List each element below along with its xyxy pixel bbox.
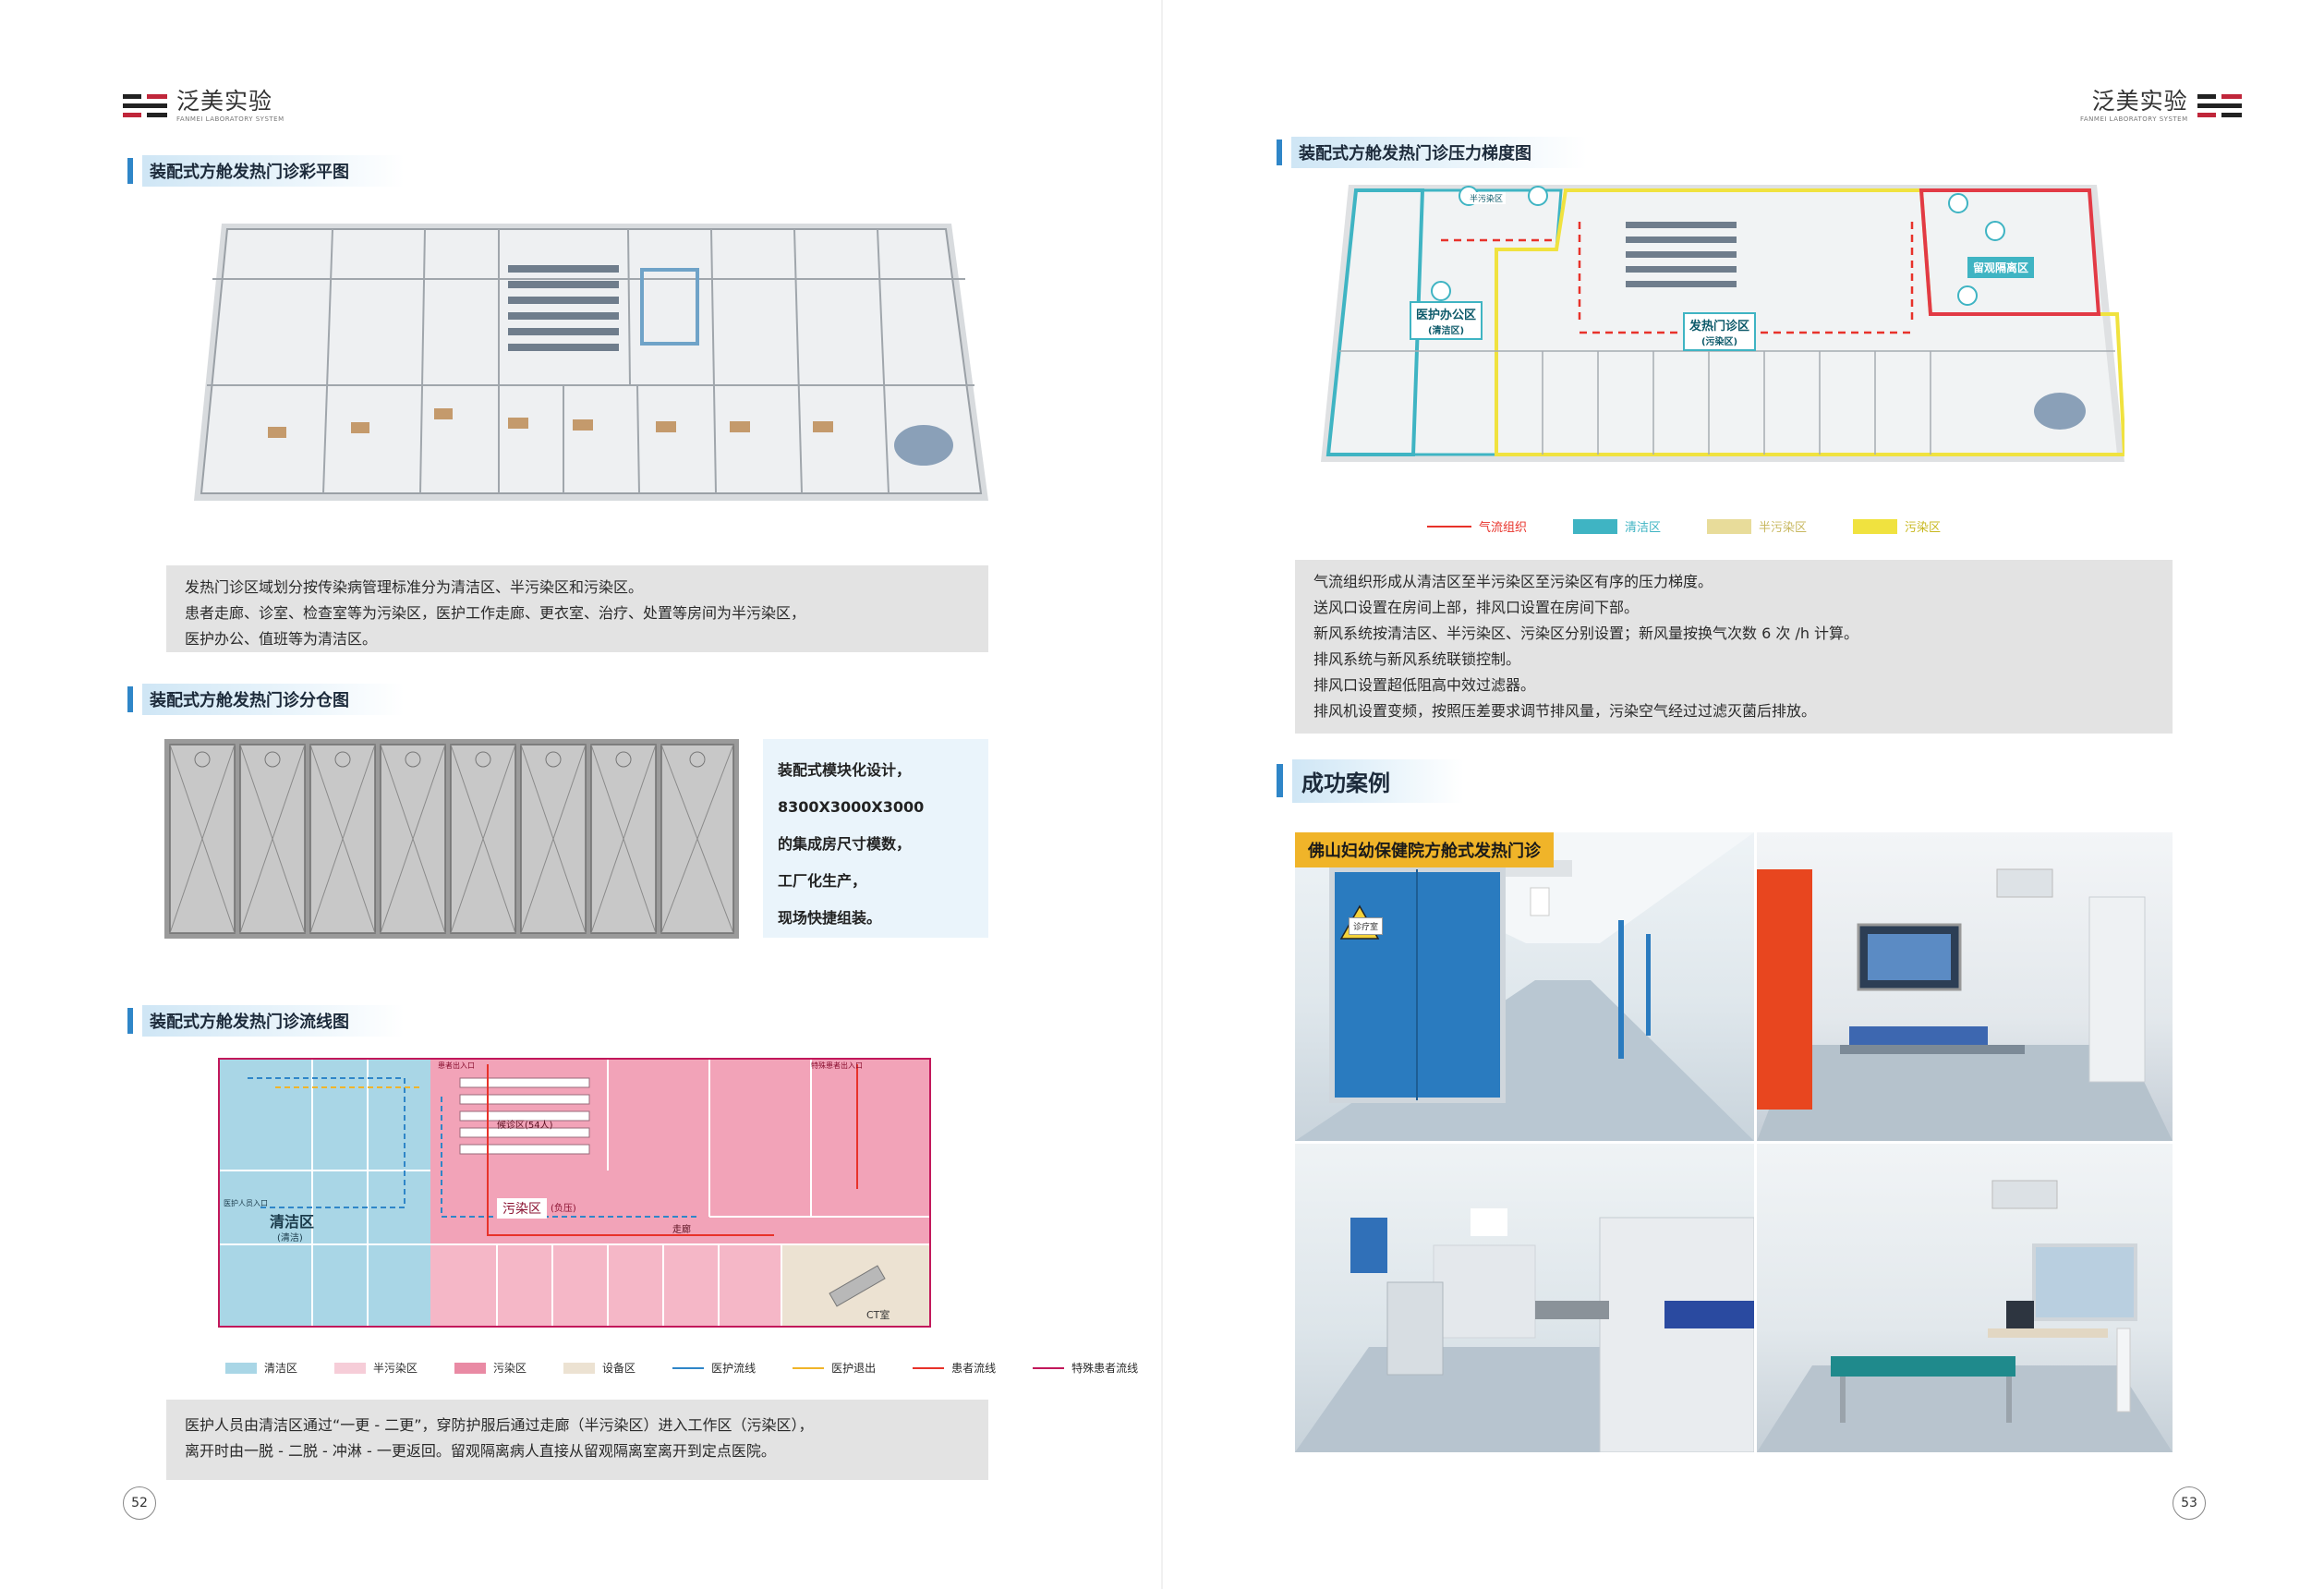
module-floorplan-figure — [164, 739, 739, 939]
legend-item-clean: 清洁区 — [225, 1360, 297, 1376]
case-photo-laboratory — [1295, 1144, 1754, 1452]
pressure-legend: 气流组织 清洁区 半污染区 污染区 — [1427, 517, 1978, 535]
legend-item-equipment: 设备区 — [563, 1360, 635, 1376]
section-header-pressure-plan: 装配式方舱发热门诊压力梯度图 — [1277, 137, 1587, 168]
case-photo-treatment-room — [1757, 832, 2173, 1141]
clean-zone — [220, 1060, 430, 1326]
module-info-line: 现场快捷组装。 — [778, 909, 882, 927]
desc-line: 医护人员由清洁区通过“一更 - 二更”，穿防护服后通过走廊（半污染区）进入工作区… — [185, 1416, 814, 1434]
module-info-line: 工厂化生产， — [778, 872, 867, 890]
case-photo-corridor: 佛山妇幼保健院方舱式发热门诊 诊疗室 — [1295, 832, 1754, 1141]
contaminated-zone-bottom — [430, 1244, 781, 1326]
color-floorplan-figure — [194, 224, 988, 501]
flow-label-cont-sub: (负压) — [551, 1204, 576, 1214]
laboratory-photo-svg — [1295, 1208, 1754, 1452]
desc-line: 排风系统与新风系统联锁控制。 — [1313, 650, 1521, 668]
brand-name: 泛美实验 — [176, 88, 273, 115]
pressure-label-staff-area: 半污染区 — [1467, 192, 1507, 204]
desc-line: 气流组织形成从清洁区至半污染区至污染区有序的压力梯度。 — [1313, 573, 1713, 590]
legend-item-patient-flow: 患者流线 — [913, 1360, 996, 1376]
module-floorplan-svg — [164, 739, 739, 939]
desc-line: 新风系统按清洁区、半污染区、污染区分别设置；新风量按换气次数 6 次 /h 计算… — [1313, 625, 1859, 642]
legend-item-special-flow: 特殊患者流线 — [1033, 1360, 1138, 1376]
legend-item-airflow: 气流组织 — [1427, 517, 1527, 535]
section-title: 装配式方舱发热门诊压力梯度图 — [1291, 137, 1587, 168]
description-pressure: 气流组织形成从清洁区至半污染区至污染区有序的压力梯度。 送风口设置在房间上部，排… — [1295, 560, 2173, 734]
flow-label-clean-sub: (清洁) — [277, 1233, 303, 1243]
legend-item-semi: 半污染区 — [334, 1360, 418, 1376]
flow-label-clean: 清洁区 — [270, 1213, 315, 1231]
flow-legend: 清洁区 半污染区 污染区 设备区 医护流线 医护退出 患者流线 特殊患者流线 — [225, 1360, 1175, 1376]
section-header-module-plan: 装配式方舱发热门诊分仓图 — [127, 684, 405, 715]
section-title: 装配式方舱发热门诊分仓图 — [142, 684, 405, 715]
desc-line: 送风口设置在房间上部，排风口设置在房间下部。 — [1313, 599, 1640, 616]
legend-item-staff-flow: 医护流线 — [672, 1360, 756, 1376]
flow-label-staff-entry: 医护人员入口 — [224, 1199, 268, 1207]
legend-item-contaminated: 污染区 — [1853, 517, 1941, 535]
section-bar — [1277, 764, 1283, 797]
section-bar — [127, 686, 133, 712]
legend-item-contaminated: 污染区 — [454, 1360, 527, 1376]
brand-name: 泛美实验 — [2091, 88, 2188, 115]
desc-line: 患者走廊、诊室、检查室等为污染区，医护工作走廊、更衣室、治疗、处置等房间为半污染… — [185, 604, 806, 622]
flow-label-corridor: 走廊 — [672, 1225, 691, 1235]
flow-label-contaminated: 污染区 — [497, 1198, 547, 1219]
desc-line: 发热门诊区域划分按传染病管理标准分为清洁区、半污染区和污染区。 — [185, 578, 644, 596]
description-zoning: 发热门诊区域划分按传染病管理标准分为清洁区、半污染区和污染区。 患者走廊、诊室、… — [166, 565, 988, 652]
pressure-label-clinic: 发热门诊区 (污染区) — [1683, 312, 1757, 351]
section-title: 装配式方舱发热门诊彩平图 — [142, 155, 405, 187]
fanmei-logo-icon — [2197, 92, 2242, 120]
module-info-line: 的集成房尺寸模数， — [778, 835, 912, 853]
flow-label-patient-entry: 患者出入口 — [438, 1061, 475, 1070]
section-title: 装配式方舱发热门诊流线图 — [142, 1005, 405, 1037]
corridor-photo-svg — [1295, 832, 1754, 1141]
desc-line: 排风机设置变频，按照压差要求调节排风量，污染空气经过过滤灭菌后排放。 — [1313, 702, 1817, 720]
flow-plan-figure: 清洁区 (清洁) 污染区 (负压) 候诊区(54人) 走廊 CT室 医护人员入口… — [218, 1058, 931, 1328]
flow-plan-walls — [220, 1060, 929, 1326]
module-info-line: 8300X3000X3000 — [778, 798, 925, 816]
brand-subtitle: FANMEI LABORATORY SYSTEM — [176, 115, 284, 123]
section-title: 成功案例 — [1292, 758, 1464, 803]
section-bar — [1277, 139, 1282, 165]
description-staff-flow: 医护人员由清洁区通过“一更 - 二更”，穿防护服后通过走廊（半污染区）进入工作区… — [166, 1400, 988, 1480]
desc-line: 离开时由一脱 - 二脱 - 冲淋 - 一更返回。留观隔离病人直接从留观隔离室离开… — [185, 1442, 776, 1460]
fanmei-logo-icon — [123, 92, 167, 120]
pressure-label-isolation: 留观隔离区 — [1967, 257, 2035, 278]
desc-line: 医护办公、值班等为清洁区。 — [185, 630, 378, 648]
section-header-flow-plan: 装配式方舱发热门诊流线图 — [127, 1005, 405, 1037]
brand-logo-left: 泛美实验 FANMEI LABORATORY SYSTEM — [123, 90, 284, 123]
treatment-photo-svg — [1757, 868, 2173, 1141]
consultation-photo-svg — [1757, 1180, 2173, 1452]
case-title-badge: 佛山妇幼保健院方舱式发热门诊 — [1295, 832, 1554, 867]
page-spine — [1161, 0, 1163, 1589]
section-bar — [127, 158, 133, 184]
case-photo-consultation-room — [1757, 1144, 2173, 1452]
flow-label-waiting: 候诊区(54人) — [497, 1121, 553, 1131]
page-number-right: 53 — [2173, 1486, 2206, 1520]
section-header-cases: 成功案例 — [1277, 758, 1464, 803]
page-number-left: 52 — [123, 1486, 156, 1520]
legend-item-clean: 清洁区 — [1573, 517, 1661, 535]
door-sign: 诊疗室 — [1349, 917, 1384, 935]
pressure-label-office: 医护办公区 (清洁区) — [1410, 301, 1483, 340]
desc-line: 排风口设置超低阻高中效过滤器。 — [1313, 676, 1536, 694]
section-bar — [127, 1008, 133, 1034]
brand-subtitle: FANMEI LABORATORY SYSTEM — [2080, 115, 2188, 123]
brand-logo-right: 泛美实验 FANMEI LABORATORY SYSTEM — [2080, 90, 2242, 123]
flow-label-special-entry: 特殊患者出入口 — [811, 1061, 863, 1070]
color-floorplan-svg — [194, 224, 988, 501]
module-info-box: 装配式模块化设计， 8300X3000X3000 的集成房尺寸模数， 工厂化生产… — [763, 739, 988, 938]
legend-item-staff-exit: 医护退出 — [793, 1360, 876, 1376]
module-info-line: 装配式模块化设计， — [778, 761, 912, 779]
flow-label-ct: CT室 — [866, 1309, 890, 1321]
section-header-color-plan: 装配式方舱发热门诊彩平图 — [127, 155, 405, 187]
legend-item-semi: 半污染区 — [1707, 517, 1807, 535]
pressure-floorplan-figure: 医护办公区 (清洁区) 发热门诊区 (污染区) 留观隔离区 半污染区 — [1321, 185, 2124, 462]
